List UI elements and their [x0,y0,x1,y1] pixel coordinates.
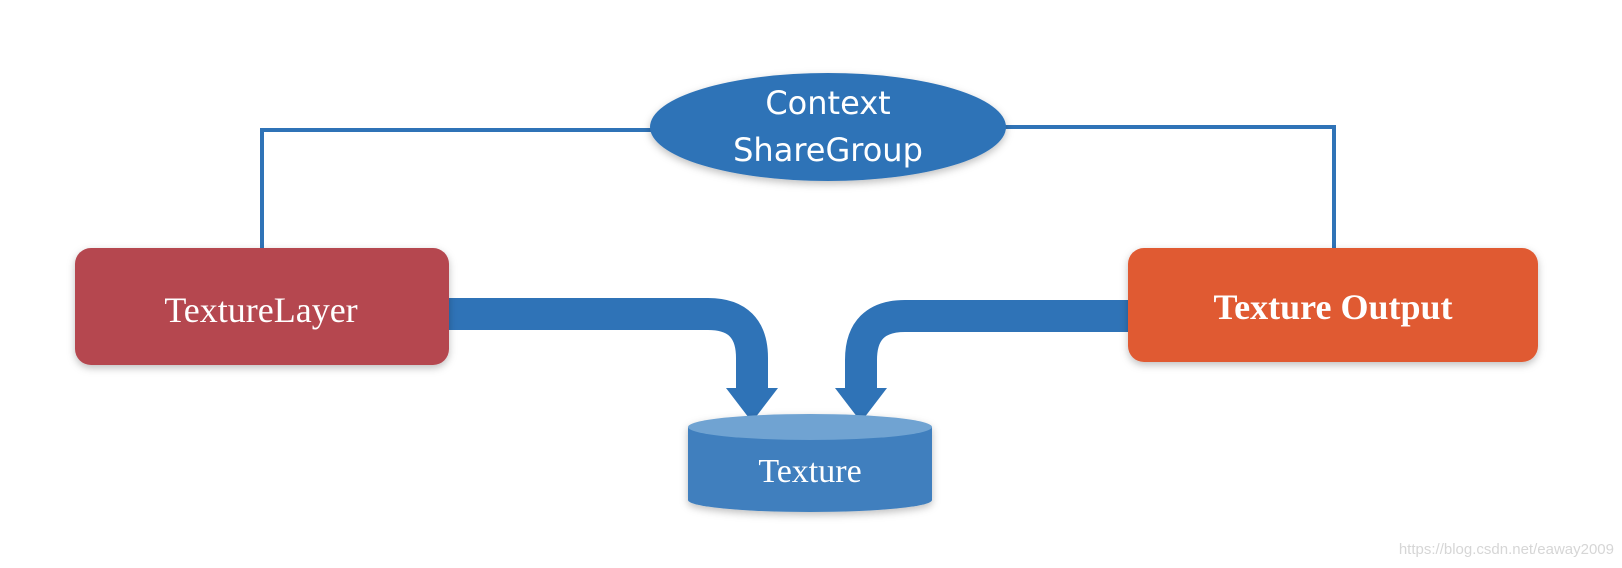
texture-cylinder-body [688,427,932,512]
arrowhead-right [835,388,887,422]
arrow-textureoutput-to-texture [845,300,1140,388]
textureoutput-box [1128,248,1538,362]
context-sharegroup-line2: ShareGroup [733,131,923,169]
connector-line-right [1000,125,1336,250]
texturelayer-label: TextureLayer [164,290,357,330]
texturelayer-box [75,248,449,365]
textureoutput-label: Texture Output [1213,287,1452,327]
context-sharegroup-line1: Context [765,84,890,122]
texture-label: Texture [758,453,861,490]
arrow-texturelayer-to-texture [440,298,768,388]
texture-cylinder-top [688,414,932,440]
context-sharegroup-ellipse [650,73,1006,181]
watermark-text: https://blog.csdn.net/eaway2009 [1398,541,1614,558]
texture-cylinder [688,414,932,512]
arrowhead-left [726,388,778,422]
connector-line-left [260,128,660,250]
context-sharegroup-node [650,73,1006,181]
